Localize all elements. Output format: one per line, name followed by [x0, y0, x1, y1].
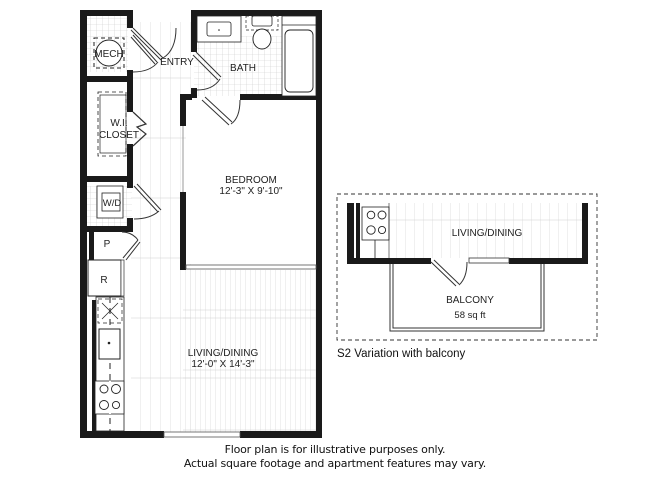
- mech-unit: [93, 37, 125, 69]
- wd-door[interactable]: [133, 183, 162, 220]
- closet-shelf: [97, 91, 127, 157]
- label-refrigerator: R: [100, 275, 107, 286]
- refrigerator: [87, 259, 122, 297]
- sink-icon: [206, 21, 232, 37]
- label-mech: MECH: [94, 49, 123, 60]
- walls: [80, 10, 322, 438]
- inset-label-balcony: BALCONY: [446, 295, 494, 306]
- bedroom-door[interactable]: [201, 96, 241, 126]
- washer-dryer: [96, 185, 124, 219]
- disclaimer-line1: Floor plan is for illustrative purposes …: [224, 443, 446, 456]
- label-pantry: P: [104, 239, 111, 250]
- label-living: LIVING/DINING: [188, 348, 259, 359]
- variation-caption: S2 Variation with balcony: [337, 348, 466, 360]
- inset-living-floor: [389, 203, 584, 258]
- bath-door[interactable]: [192, 51, 222, 91]
- label-closet-line2: CLOSET: [99, 130, 139, 141]
- closet-bifold-door[interactable]: [132, 111, 148, 147]
- variation-inset: LIVING/DINING BALCONY 58 sq ft: [336, 193, 598, 341]
- inset-window: [468, 257, 510, 264]
- label-entry: ENTRY: [160, 57, 194, 68]
- label-bedroom: BEDROOM: [225, 175, 277, 186]
- kitchen-counter: [94, 296, 125, 432]
- inset-label-balcony-area: 58 sq ft: [454, 310, 486, 321]
- disclaimer-line2: Actual square footage and apartment feat…: [183, 457, 487, 470]
- bedroom-partition: [185, 264, 317, 270]
- label-wd: W/D: [103, 198, 122, 209]
- balcony-railing: [389, 264, 545, 332]
- main-floor-plan: MECH ENTRY BATH: [80, 10, 322, 438]
- label-closet-line1: W.I.: [110, 118, 127, 129]
- label-bedroom-dims: 12'-3" X 9'-10": [219, 186, 283, 197]
- inset-border: [336, 193, 598, 341]
- pantry-door[interactable]: [121, 231, 141, 261]
- inset-balcony-door[interactable]: [430, 259, 468, 287]
- bath-fixtures: [196, 15, 317, 97]
- inset-stove-icon: [361, 206, 390, 241]
- label-living-dims: 12'-0" X 14'-3": [191, 359, 255, 370]
- entry-door[interactable]: [130, 27, 177, 73]
- dishwasher-icon: [97, 298, 123, 324]
- inset-label-living: LIVING/DINING: [452, 228, 523, 239]
- window-living: [163, 431, 241, 438]
- label-bath: BATH: [230, 63, 256, 74]
- bathtub-icon: [284, 29, 314, 93]
